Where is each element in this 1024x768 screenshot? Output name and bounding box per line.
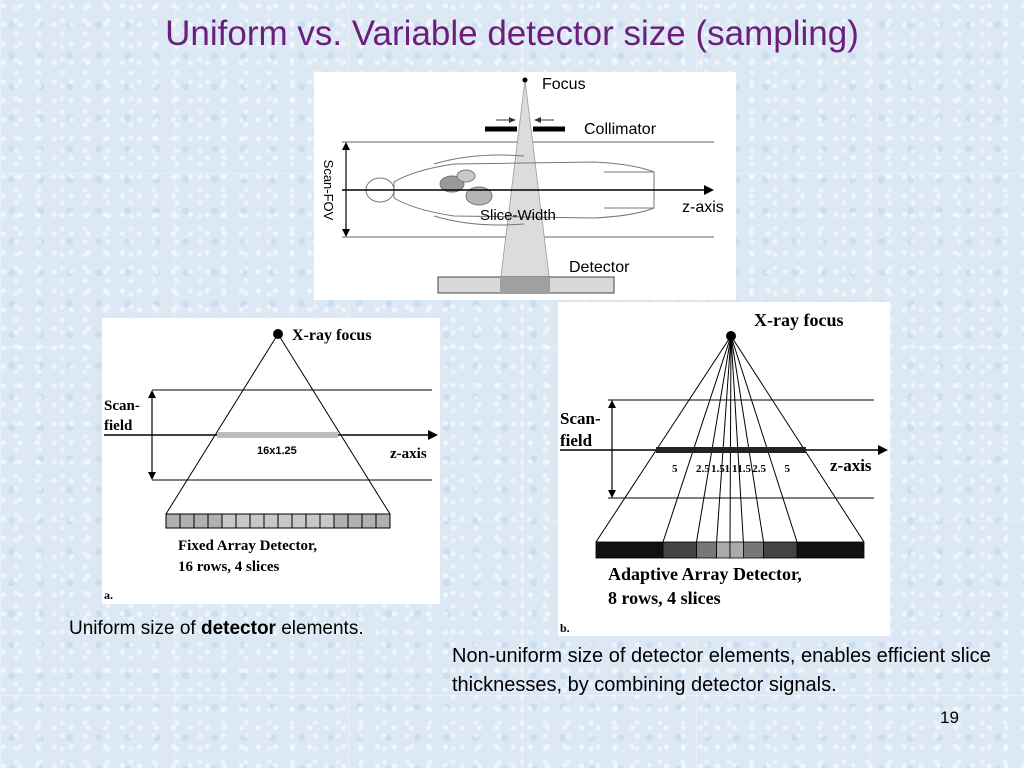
segment-size-label: 1.5 bbox=[711, 463, 725, 475]
detector-cell bbox=[347, 513, 363, 529]
detector-cell bbox=[193, 513, 209, 529]
detector-cell bbox=[333, 513, 349, 529]
detector-cell bbox=[179, 513, 195, 529]
slice-band bbox=[217, 432, 338, 438]
scan-field-label-1: Scan- bbox=[560, 409, 601, 428]
detector-desc-line1: Fixed Array Detector, bbox=[178, 538, 317, 554]
caption-uniform-after: elements. bbox=[275, 618, 364, 639]
detector-cell bbox=[375, 513, 391, 529]
ct-geometry-diagram: Scan-FOV Focus Collimator z-axis Slice bbox=[314, 72, 736, 300]
slide-title: Uniform vs. Variable detector size (samp… bbox=[165, 14, 859, 53]
segment-size-label: 5 bbox=[785, 463, 791, 475]
detector-cell bbox=[277, 513, 293, 529]
xray-focus-label: X-ray focus bbox=[754, 310, 843, 330]
detector-cell bbox=[763, 541, 798, 559]
ray-line bbox=[730, 335, 764, 543]
fixed-array-diagram: X-ray focus Scan- field z-axis 16x1.25 F… bbox=[102, 318, 440, 604]
scan-field-label-2: field bbox=[104, 418, 133, 434]
segment-size-label: 1 bbox=[725, 463, 731, 475]
ray-line bbox=[716, 335, 732, 543]
segment-size-label: 1 bbox=[732, 463, 738, 475]
z-axis-label: z-axis bbox=[390, 446, 427, 462]
detector-cell bbox=[249, 513, 265, 529]
detector-cell bbox=[716, 541, 731, 559]
ray-line bbox=[662, 335, 732, 543]
scan-field-label-2: field bbox=[560, 431, 593, 450]
detector-cell bbox=[221, 513, 237, 529]
detector-cell bbox=[291, 513, 307, 529]
ray-line bbox=[730, 335, 744, 543]
ray-line bbox=[595, 335, 732, 543]
ray-line bbox=[730, 335, 798, 543]
xray-beam bbox=[499, 79, 551, 285]
detector-cell bbox=[263, 513, 279, 529]
detector-cell bbox=[796, 541, 865, 559]
scan-fov-label: Scan-FOV bbox=[321, 160, 336, 221]
slice-band bbox=[656, 447, 806, 453]
detector-desc-line2: 16 rows, 4 slices bbox=[178, 559, 280, 575]
panel-letter-b: b. bbox=[560, 621, 570, 635]
collimator-label: Collimator bbox=[584, 121, 657, 138]
caption-uniform-before: Uniform size of bbox=[69, 618, 201, 639]
ray-line bbox=[729, 335, 732, 543]
detector-cell bbox=[305, 513, 321, 529]
detector-desc-line1: Adaptive Array Detector, bbox=[608, 564, 802, 584]
segment-size-label: 1.5 bbox=[737, 463, 751, 475]
slide-number: 19 bbox=[940, 708, 959, 727]
caption-non-uniform: Non-uniform size of detector elements, e… bbox=[452, 645, 991, 696]
detector-cell bbox=[235, 513, 251, 529]
caption-uniform-bold: detector bbox=[200, 618, 276, 639]
detector-cell bbox=[662, 541, 697, 559]
focus-point bbox=[522, 77, 528, 83]
scan-field-label-1: Scan- bbox=[104, 398, 140, 414]
detector-cell bbox=[729, 541, 744, 559]
slice-width-label: Slice-Width bbox=[480, 207, 556, 224]
patient-body-icon bbox=[365, 154, 655, 226]
caption-uniform: Uniform size of detector elements. bbox=[69, 618, 364, 640]
adaptive-detector-array bbox=[595, 541, 865, 559]
detector-cell bbox=[595, 541, 664, 559]
detector-active-segment bbox=[500, 277, 550, 293]
ray-lines bbox=[595, 335, 865, 543]
segment-size-label: 2.5 bbox=[696, 463, 710, 475]
panel-letter-a: a. bbox=[104, 588, 113, 602]
detector-cell bbox=[319, 513, 335, 529]
config-label: 16x1.25 bbox=[257, 445, 297, 457]
z-axis-label: z-axis bbox=[830, 456, 872, 475]
detector-cell bbox=[696, 541, 718, 559]
detector-desc-line2: 8 rows, 4 slices bbox=[608, 588, 721, 608]
segment-size-label: 5 bbox=[672, 463, 678, 475]
detector-cell bbox=[207, 513, 223, 529]
detector-cell bbox=[165, 513, 181, 529]
ray-line bbox=[696, 335, 732, 543]
detector-cell bbox=[361, 513, 377, 529]
xray-focus-label: X-ray focus bbox=[292, 327, 372, 344]
segment-size-label: 2.5 bbox=[752, 463, 766, 475]
ray-line bbox=[730, 335, 865, 543]
z-axis-label: z-axis bbox=[682, 199, 724, 216]
focus-label: Focus bbox=[542, 76, 586, 93]
fixed-detector-array bbox=[165, 513, 391, 529]
detector-cell bbox=[742, 541, 764, 559]
detector-label: Detector bbox=[569, 259, 630, 276]
